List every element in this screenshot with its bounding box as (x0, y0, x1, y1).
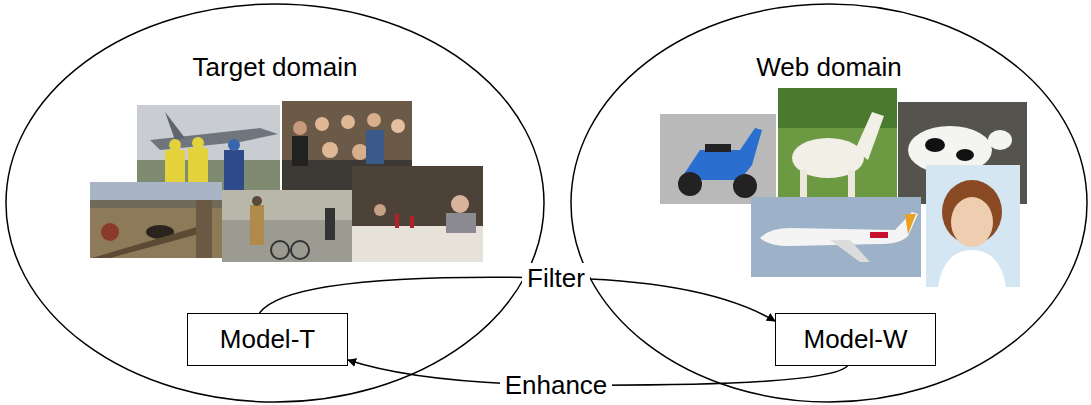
street-photo (222, 190, 352, 262)
model-label: Model-T (220, 324, 315, 355)
model-box: Model-T (187, 313, 348, 366)
edge-label: Filter (522, 263, 590, 293)
herd-photo (90, 182, 222, 258)
model-label: Model-W (803, 324, 907, 355)
domain-title: Web domain (570, 52, 1088, 83)
horse-photo (778, 88, 897, 215)
edge-label: Enhance (500, 370, 613, 400)
ellipse-shape (571, 4, 1087, 402)
domain-title: Target domain (5, 52, 545, 83)
scooter-photo (660, 114, 776, 204)
child-photo (926, 165, 1020, 287)
domain-ellipse: Web domainModel-W (570, 3, 1088, 403)
airplane-photo (751, 197, 921, 277)
ellipse-shape (6, 4, 544, 402)
restaurant-photo (352, 166, 483, 262)
domain-ellipse: Target domainModel-T (5, 3, 545, 403)
jet-photo (137, 105, 280, 193)
model-box: Model-W (775, 313, 936, 366)
